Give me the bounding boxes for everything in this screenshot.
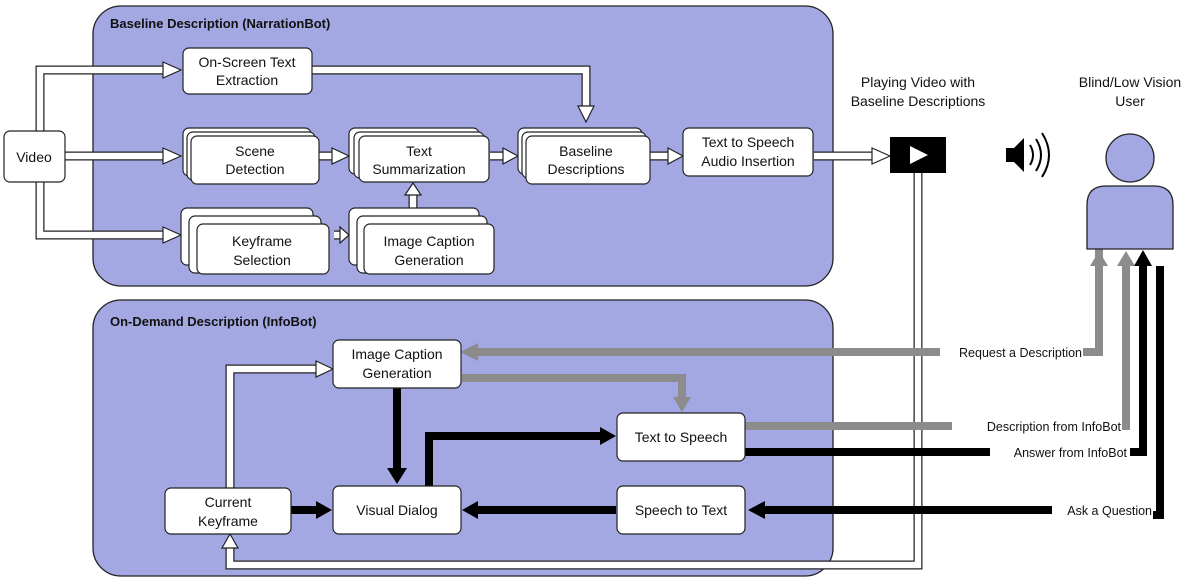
image-caption-ondemand-node: Image Caption Generation <box>332 339 462 389</box>
svg-text:Text to Speech: Text to Speech <box>702 134 795 150</box>
text-summarization-node: Text Summarization <box>348 127 490 183</box>
user-caption: Blind/Low Vision <box>1079 74 1181 90</box>
svg-text:Summarization: Summarization <box>372 161 465 177</box>
svg-text:Scene: Scene <box>235 143 275 159</box>
svg-text:On-Screen Text: On-Screen Text <box>198 54 295 70</box>
svg-text:Detection: Detection <box>225 161 284 177</box>
ondemand-panel-title: On-Demand Description (InfoBot) <box>110 314 317 329</box>
player-caption: Playing Video with <box>861 74 975 90</box>
svg-text:Selection: Selection <box>233 252 291 268</box>
visual-dialog-node: Visual Dialog <box>332 485 462 535</box>
description-from-infobot-label: Description from InfoBot <box>987 420 1122 434</box>
scene-detection-node: Scene Detection <box>182 127 320 185</box>
request-description-label: Request a Description <box>959 346 1082 360</box>
svg-text:Image Caption: Image Caption <box>383 233 474 249</box>
person-icon <box>1086 133 1174 250</box>
svg-text:Video: Video <box>16 149 52 165</box>
baseline-descriptions-node: Baseline Descriptions <box>517 127 651 185</box>
tts-audio-insertion-node: Text to Speech Audio Insertion <box>682 127 814 177</box>
svg-text:Visual Dialog: Visual Dialog <box>356 502 437 518</box>
speaker-icon <box>1006 132 1050 178</box>
onscreen-text-extraction-node: On-Screen Text Extraction <box>182 47 313 95</box>
image-caption-baseline-node: Image Caption Generation <box>348 207 495 275</box>
svg-text:Keyframe: Keyframe <box>198 513 258 529</box>
svg-text:Generation: Generation <box>362 365 431 381</box>
video-player: Playing Video with Baseline Descriptions <box>851 74 986 173</box>
svg-text:Speech to Text: Speech to Text <box>635 502 727 518</box>
svg-text:Current: Current <box>205 494 252 510</box>
baseline-panel-title: Baseline Description (NarrationBot) <box>110 16 330 31</box>
user-caption-line2: User <box>1115 93 1145 109</box>
svg-text:Keyframe: Keyframe <box>232 233 292 249</box>
tts-ondemand-node: Text to Speech <box>616 412 746 462</box>
svg-text:Audio Insertion: Audio Insertion <box>701 153 794 169</box>
answer-from-infobot-label: Answer from InfoBot <box>1014 446 1128 460</box>
player-caption-line2: Baseline Descriptions <box>851 93 986 109</box>
player-to-keyframe-arrow <box>220 173 923 570</box>
svg-text:Text: Text <box>406 143 432 159</box>
ask-question-label: Ask a Question <box>1067 504 1152 518</box>
baseline-arrows <box>35 61 892 245</box>
speech-to-text-node: Speech to Text <box>616 485 746 535</box>
black-arrows <box>291 250 1164 519</box>
edge-labels: Request a Description Description from I… <box>943 343 1152 519</box>
svg-text:Descriptions: Descriptions <box>547 161 624 177</box>
user: Blind/Low Vision User <box>1079 74 1181 250</box>
svg-text:Text to Speech: Text to Speech <box>635 429 728 445</box>
svg-text:Baseline: Baseline <box>559 143 613 159</box>
svg-text:Generation: Generation <box>394 252 463 268</box>
svg-text:Image Caption: Image Caption <box>351 346 442 362</box>
svg-text:Extraction: Extraction <box>216 72 278 88</box>
keyframe-selection-node: Keyframe Selection <box>180 207 330 275</box>
current-keyframe-node: Current Keyframe <box>164 487 292 535</box>
keyframe-to-caption-arrow <box>225 360 335 488</box>
play-icon <box>910 146 928 164</box>
video-node: Video <box>3 130 66 183</box>
